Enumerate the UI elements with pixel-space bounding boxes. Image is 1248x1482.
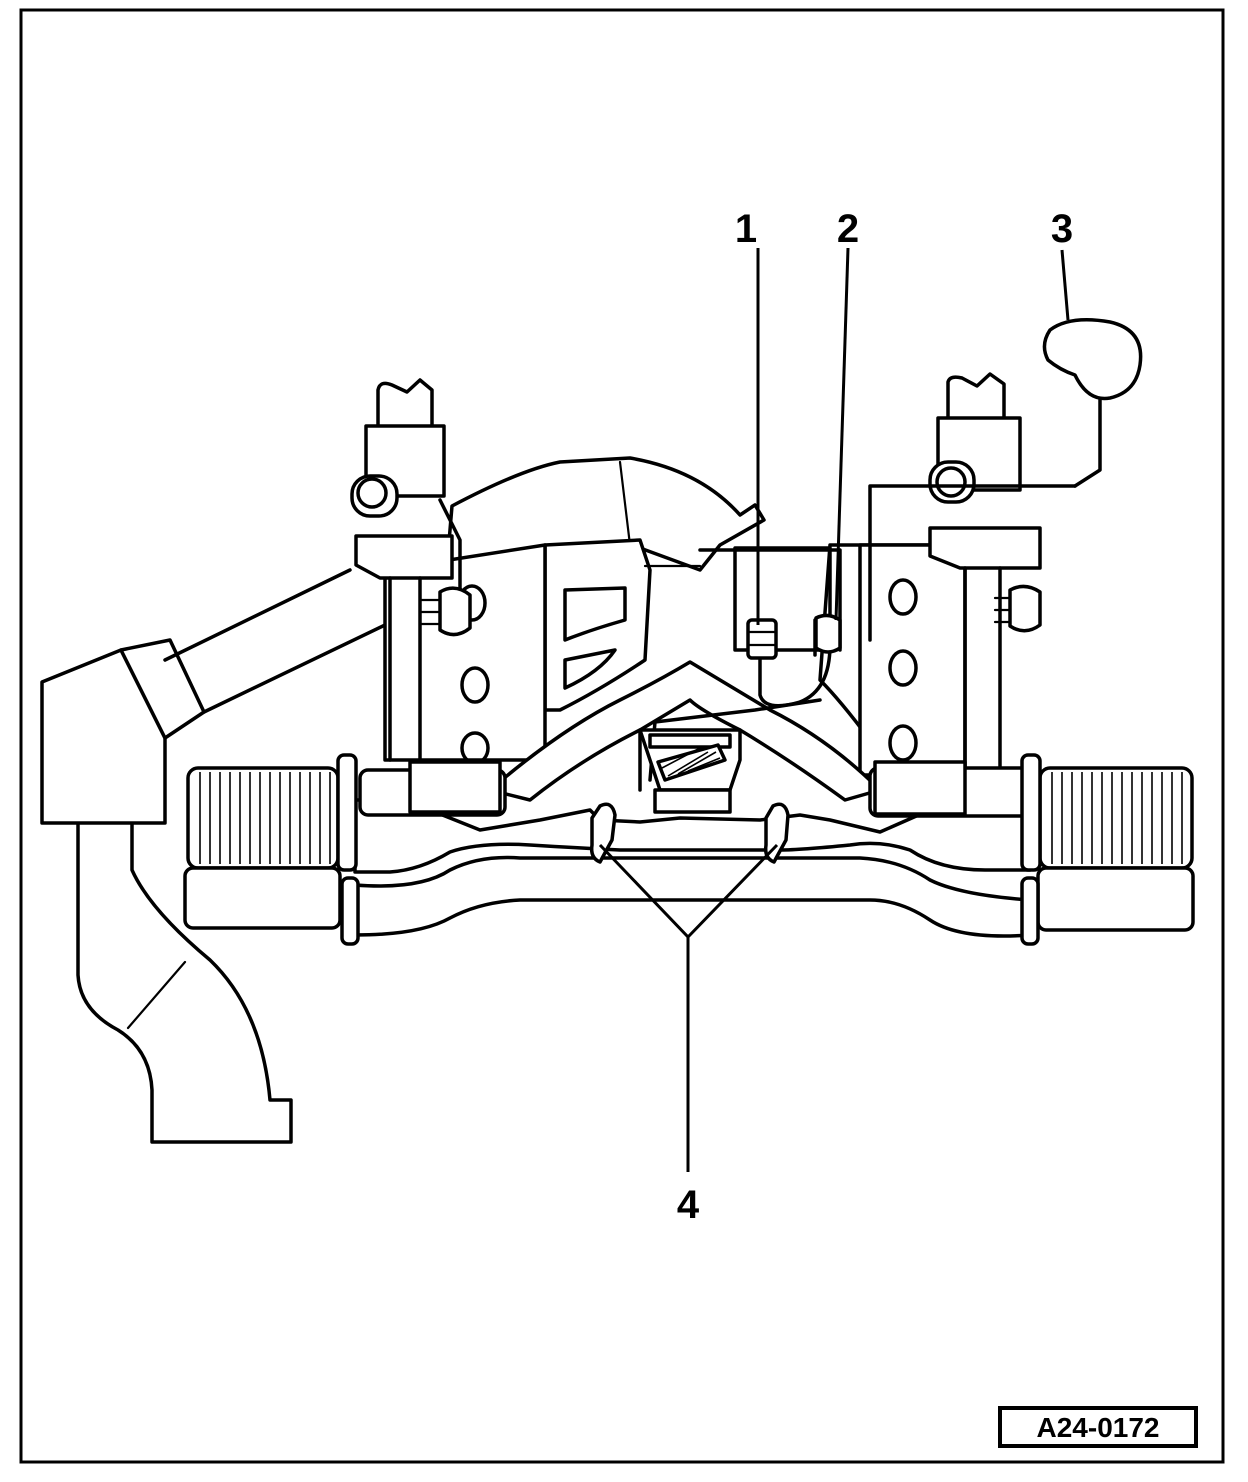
figure-reference-code: A24-0172 (1037, 1412, 1160, 1443)
vacuum-reservoir-component-3 (1042, 318, 1143, 401)
lower-crossover-pipe (353, 798, 1032, 938)
collector-blocks (358, 760, 1032, 818)
temperature-sensors-component-4 (589, 802, 790, 864)
callout-4: 4 (677, 1183, 700, 1227)
left-intercooler (183, 753, 360, 946)
figure-reference-box: A24-0172 (998, 1406, 1198, 1448)
callout-leaders (598, 247, 1070, 1172)
right-intercooler (1020, 753, 1195, 946)
diagram-frame (19, 8, 1225, 1464)
left-throttle-body-assembly (350, 378, 462, 762)
right-throttle-body-assembly (928, 372, 1042, 777)
left-lower-air-duct (76, 821, 293, 1144)
central-throttle-insert (638, 728, 742, 814)
callout-1: 1 (735, 207, 757, 251)
left-air-filter-housing (40, 568, 387, 825)
check-valve-component-2 (814, 613, 842, 654)
right-cylinder-head (858, 543, 967, 777)
callout-3: 3 (1051, 207, 1073, 251)
right-sensor-connector (993, 584, 1042, 633)
valve-component-1 (746, 618, 778, 660)
callout-2: 2 (837, 207, 859, 251)
left-sensor-connector (418, 586, 472, 637)
